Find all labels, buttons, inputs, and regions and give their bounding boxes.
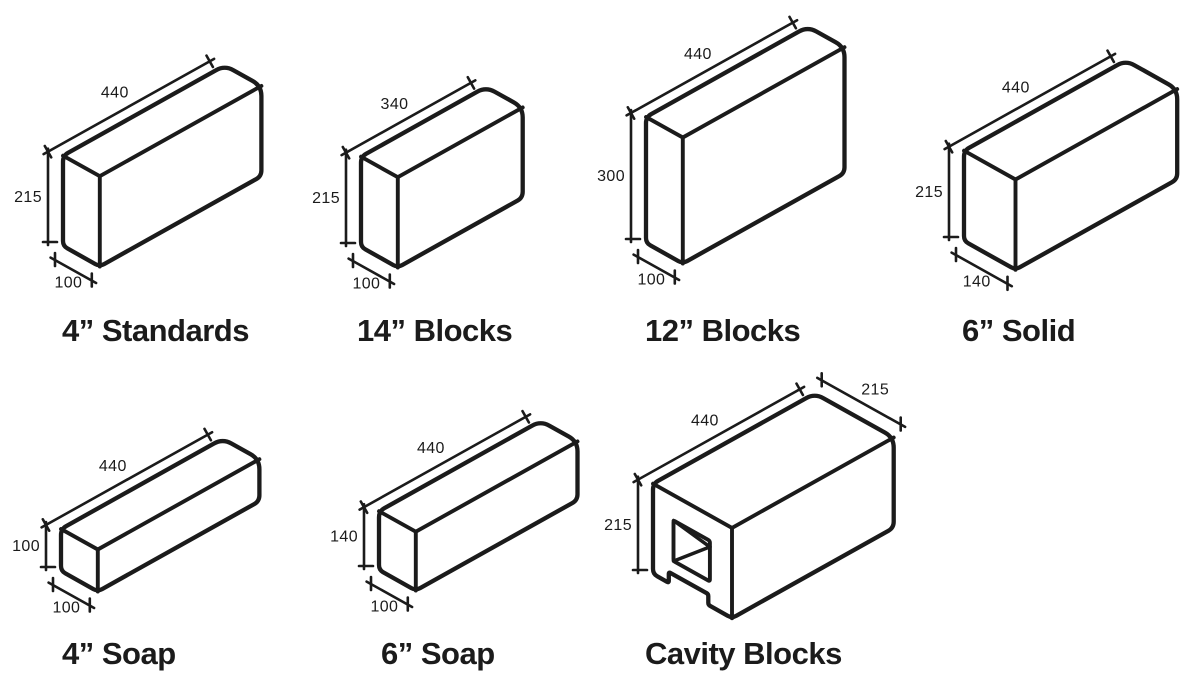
edge-front-top: [644, 115, 685, 140]
block-6-soap: 140 440 100 6” Soap: [330, 409, 580, 671]
dim-label-height: 300: [597, 168, 625, 185]
dim-tick-length-far: [203, 427, 213, 442]
dim-tick-length-far: [1106, 49, 1116, 64]
dim-label-width: 100: [370, 598, 398, 615]
block-outline-14-blocks: [358, 87, 525, 269]
edge-top-right: [97, 83, 264, 179]
dim-label-width: 100: [352, 275, 380, 292]
dim-label-length: 340: [381, 96, 409, 113]
dim-label-length: 440: [417, 440, 445, 457]
dim-label-height: 215: [14, 189, 42, 206]
block-outline-4-standards: [60, 65, 264, 268]
dim-line-width: [632, 253, 681, 282]
dim-label-length: 440: [101, 85, 129, 102]
block-4-standards: 215 440 100 4” Standards: [14, 54, 264, 348]
dim-line-width: [816, 376, 907, 429]
dim-tick-length-near: [633, 472, 643, 487]
edge-top-right: [680, 45, 847, 140]
block-label-cavity-blocks: Cavity Blocks: [645, 636, 842, 671]
dim-line-width: [347, 257, 396, 286]
dim-label-length: 440: [99, 458, 127, 475]
cavity-inner-edge-bottom: [671, 545, 712, 563]
dim-line-length: [358, 413, 532, 511]
dim-tick-length-far: [788, 15, 798, 30]
dim-line-length: [40, 430, 214, 529]
dim-tick-length-far: [466, 75, 476, 90]
block-outline-6-soap: [376, 421, 580, 592]
edge-front-top: [59, 527, 100, 552]
block-4-soap: 100 440 100 4” Soap: [12, 427, 262, 671]
block-14-blocks: 215 340 100 14” Blocks: [312, 75, 525, 348]
dim-tick-length-far: [521, 409, 531, 424]
dim-line-length: [42, 57, 216, 156]
dim-label-width: 100: [637, 271, 665, 288]
block-label-12-blocks: 12” Blocks: [645, 313, 800, 348]
dim-tick-length-near: [359, 500, 369, 515]
edge-top-right: [95, 457, 262, 552]
block-label-6-soap: 6” Soap: [381, 636, 495, 671]
block-outline-6-solid: [961, 60, 1180, 271]
dim-label-height: 100: [12, 538, 40, 555]
dim-line-length: [625, 18, 799, 117]
dim-label-length: 440: [691, 413, 719, 430]
dim-line-width: [365, 580, 414, 609]
dim-line-width: [47, 581, 96, 610]
block-6-solid: 215 440 140 6” Solid: [915, 49, 1180, 348]
edge-top-right: [1013, 87, 1180, 182]
edge-top-right: [395, 105, 525, 180]
block-label-6-solid: 6” Solid: [962, 313, 1075, 348]
dim-tick-length-far: [795, 382, 805, 397]
dim-label-width: 140: [963, 273, 991, 290]
dim-label-height: 140: [330, 529, 358, 546]
edge-top-right: [413, 439, 580, 534]
edge-front-top: [962, 148, 1018, 182]
dim-tick-length-near: [341, 145, 351, 160]
block-label-4-standards: 4” Standards: [62, 313, 249, 348]
dim-line-length: [340, 79, 477, 157]
dim-line-width: [950, 251, 1014, 288]
dim-label-height: 215: [915, 184, 943, 201]
edge-top-right: [730, 435, 896, 530]
block-label-4-soap: 4” Soap: [62, 636, 176, 671]
block-outline-12-blocks: [643, 26, 847, 265]
dim-line-length: [943, 52, 1117, 151]
edge-front-top: [359, 154, 400, 180]
dim-label-width: 215: [861, 381, 889, 398]
dim-label-height: 215: [312, 190, 340, 207]
dim-label-width: 100: [54, 274, 82, 291]
block-12-blocks: 300 440 100 12” Blocks: [597, 15, 847, 348]
edge-front-top: [61, 153, 102, 179]
edge-front-top: [651, 481, 734, 530]
dim-label-length: 440: [684, 46, 712, 63]
dim-tick-length-near: [626, 106, 636, 120]
dim-label-height: 215: [604, 517, 632, 534]
dim-line-width: [49, 256, 98, 285]
dim-tick-length-near: [944, 139, 954, 154]
dim-line-length: [632, 385, 806, 484]
dim-label-width: 100: [52, 599, 80, 616]
edge-front-top: [377, 509, 418, 534]
cavity-inner-edge-top: [671, 518, 712, 549]
dim-tick-length-near: [41, 518, 51, 532]
dim-tick-length-far: [205, 54, 215, 69]
block-label-14-blocks: 14” Blocks: [357, 313, 512, 348]
dim-label-length: 440: [1002, 80, 1030, 97]
dim-tick-length-near: [43, 144, 53, 159]
